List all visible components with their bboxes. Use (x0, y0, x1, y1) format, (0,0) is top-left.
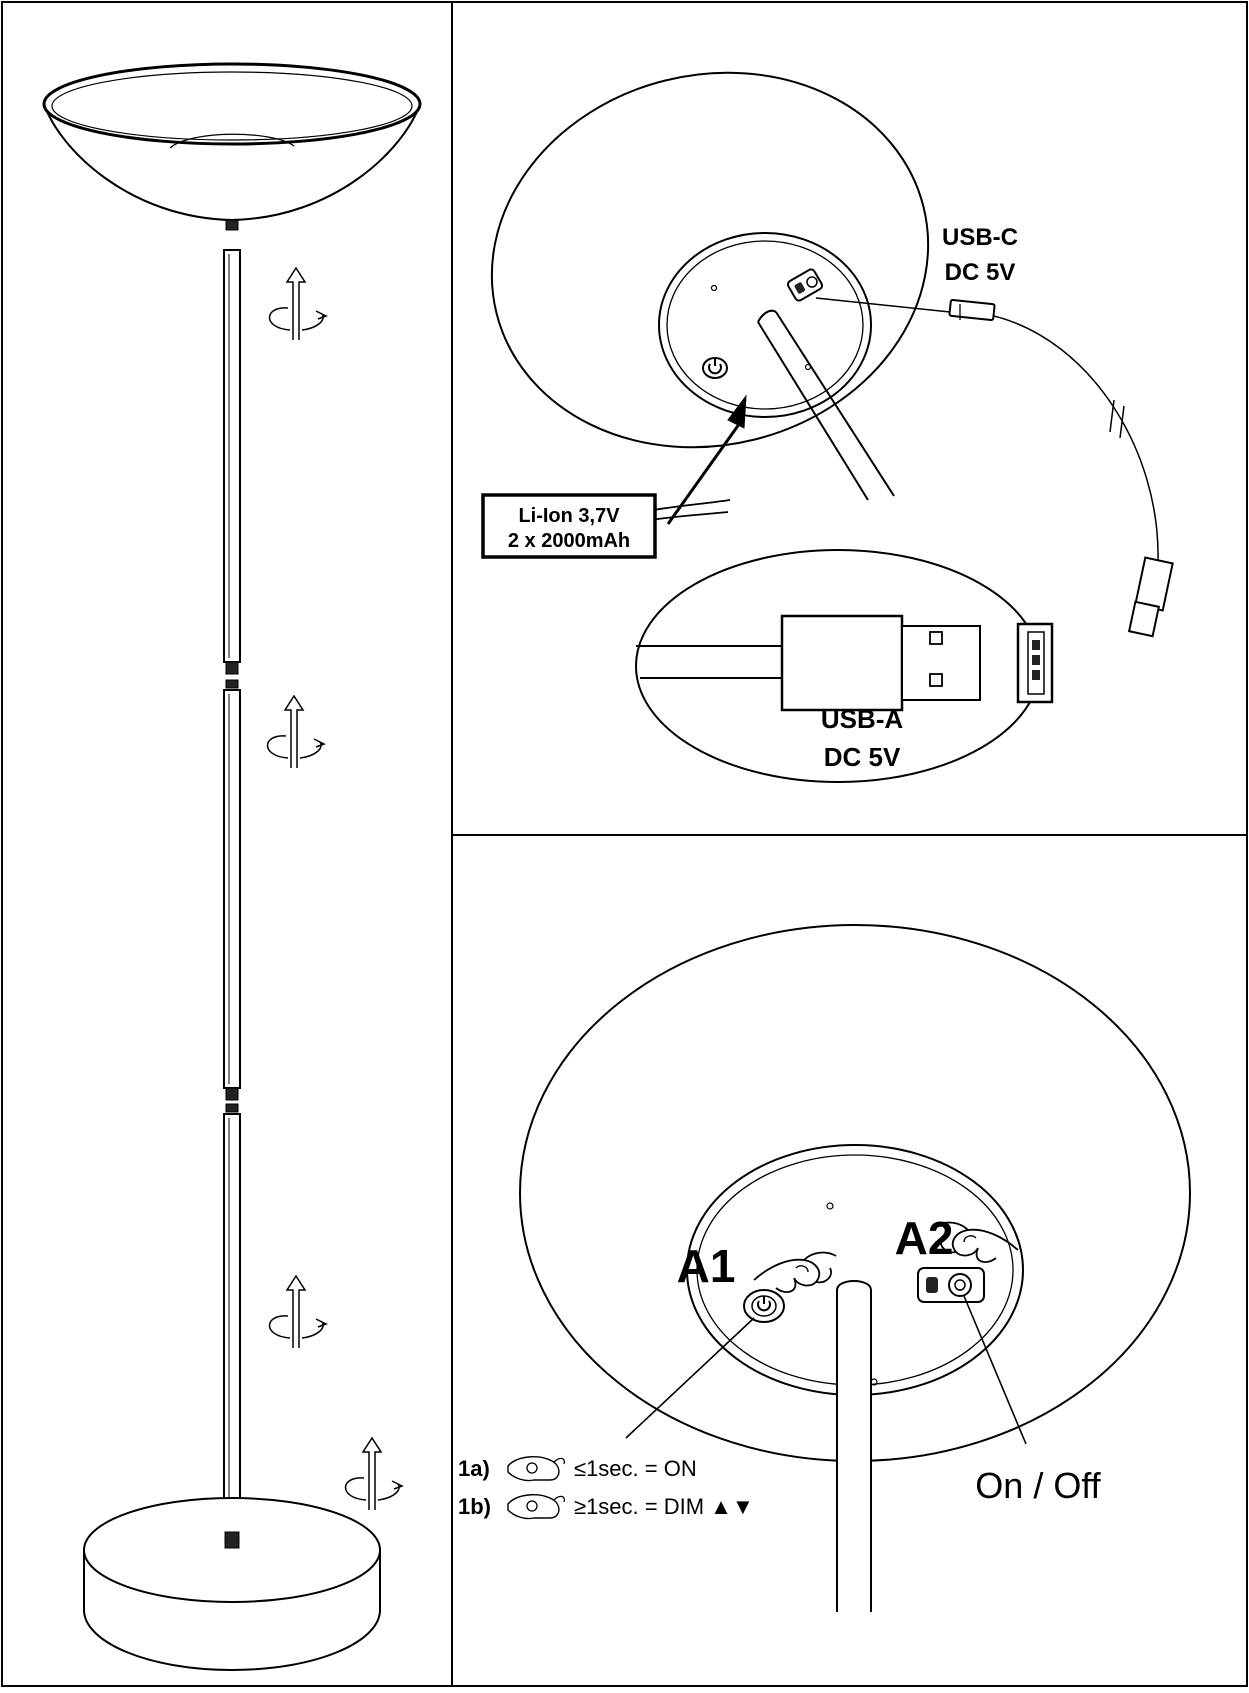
usb-a-port-icon (1016, 622, 1054, 704)
power-icon (702, 357, 728, 379)
battery-label-box (481, 493, 657, 559)
battery-type-label: Li-Ion 3,7V (518, 505, 620, 527)
a2-leader-line (963, 1295, 1027, 1445)
arrow-head (727, 394, 747, 429)
pole-end (757, 309, 777, 323)
on-off-label: On / Off (975, 1465, 1101, 1506)
screw-hole (710, 284, 718, 292)
cable-curve (993, 315, 1159, 561)
rotate-arrow-icon (266, 695, 325, 769)
base-plate-inner (666, 240, 864, 410)
touch-hand-icon (507, 1456, 566, 1482)
charging-panel: Li-Ion 3,7V 2 x 2000mAh USB-C DC 5V USB-… (481, 71, 1174, 783)
pole-stub-lower (836, 1540, 872, 1612)
rotate-arrow-icon (268, 267, 327, 341)
floor-lamp-exploded-view (42, 62, 422, 1672)
a1-leader-line (625, 1317, 755, 1439)
usb-c-voltage-label: DC 5V (945, 259, 1016, 286)
usb-c-switch-a2[interactable] (917, 1267, 985, 1303)
rotate-arrow-icon (268, 1275, 327, 1349)
usb-c-port-icon (786, 268, 824, 302)
a1-label: A1 (677, 1240, 736, 1292)
cable-break-mark (1109, 399, 1125, 439)
base-plate-outer (658, 232, 872, 418)
pole-stub (757, 311, 895, 501)
usb-c-plug-icon (948, 298, 996, 322)
step-1b-text: ≥1sec. = DIM ▲▼ (574, 1494, 754, 1519)
rotate-arrow-icon (344, 1437, 403, 1511)
controls-panel: A1 A2 1a) ≤1sec. = ON 1b) ≥1sec. = DIM ▲… (458, 924, 1191, 1612)
power-button-a1[interactable] (743, 1289, 785, 1323)
pole-stub (836, 1280, 872, 1540)
pole-segment-middle (223, 679, 241, 1101)
usb-a-label: USB-A (821, 704, 904, 734)
screw-hole (826, 1202, 834, 1210)
step-1a-prefix: 1a) (458, 1456, 490, 1481)
step-1a-text: ≤1sec. = ON (574, 1456, 697, 1481)
usb-c-label: USB-C (942, 224, 1018, 251)
touch-hand-icon (507, 1494, 566, 1520)
usb-a-detail: USB-A DC 5V (635, 549, 1054, 783)
pole-segment-top (223, 249, 241, 675)
battery-capacity-label: 2 x 2000mAh (508, 530, 630, 552)
step-1b-prefix: 1b) (458, 1494, 491, 1519)
usb-c-cable (815, 297, 951, 313)
lamp-base (83, 1497, 381, 1672)
usb-a-plug-icon (1127, 556, 1174, 638)
lamp-shade (42, 62, 422, 231)
a2-label: A2 (895, 1212, 954, 1264)
pole-segment-bottom (223, 1103, 241, 1517)
usb-a-voltage-label: DC 5V (824, 742, 901, 772)
